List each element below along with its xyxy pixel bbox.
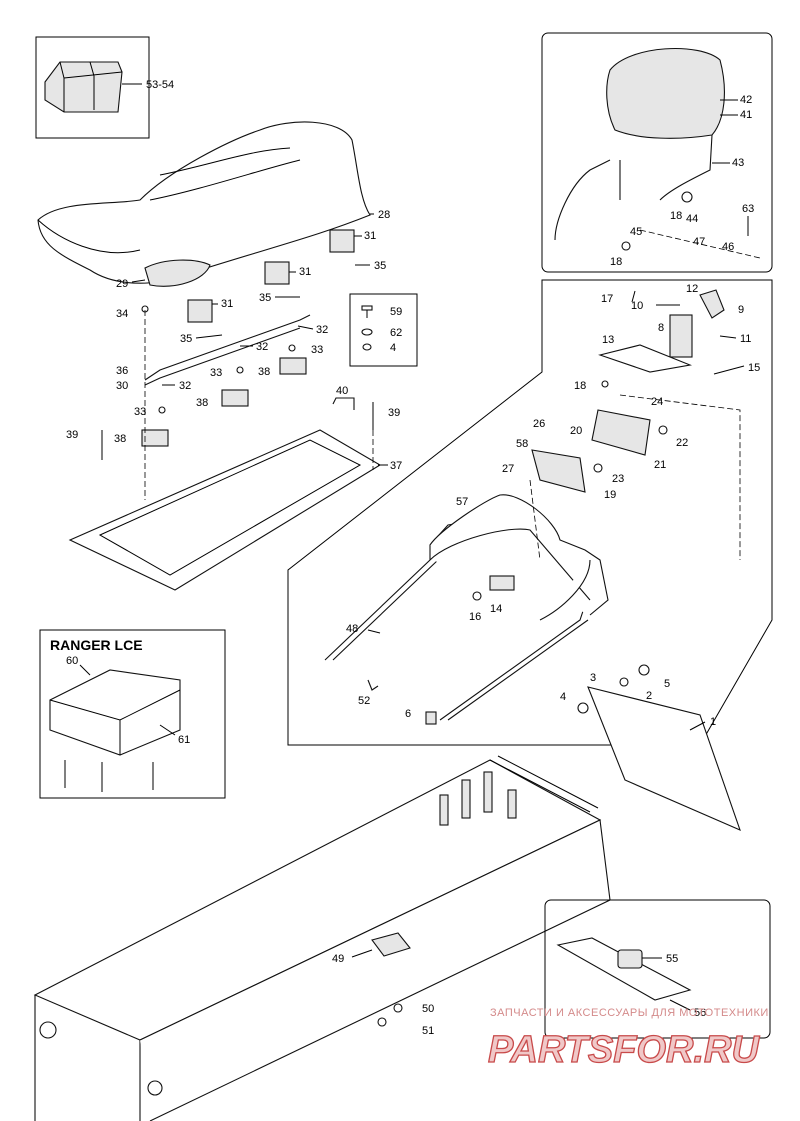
callout-32-c: 32	[179, 380, 191, 392]
callout-18-backrest: 18	[670, 210, 682, 222]
callout-49: 49	[332, 953, 344, 965]
callout-45: 45	[630, 226, 642, 238]
callout-43: 43	[732, 157, 744, 169]
callout-46: 46	[722, 241, 734, 253]
callout-9: 9	[738, 304, 744, 316]
callout-62: 62	[390, 327, 402, 339]
callout-32-a: 32	[316, 324, 328, 336]
callout-35-c: 35	[180, 333, 192, 345]
hinges: 31 31 31 35 35 35 34	[116, 229, 386, 345]
callout-50: 50	[422, 1003, 434, 1015]
ranger-lce-title: RANGER LCE	[50, 637, 143, 653]
inset-flap: 55 56	[544, 899, 771, 1039]
callout-59: 59	[390, 306, 402, 318]
callout-21: 21	[654, 459, 666, 471]
callout-38-c: 38	[114, 433, 126, 445]
callout-3: 3	[590, 672, 596, 684]
callout-6: 6	[405, 708, 411, 720]
callout-31-a: 31	[364, 230, 376, 242]
callout-4-hardware: 4	[390, 342, 396, 354]
callout-48: 48	[346, 623, 358, 635]
callout-51: 51	[422, 1025, 434, 1037]
callout-12: 12	[686, 283, 698, 295]
callout-52: 52	[358, 695, 370, 707]
callout-19: 19	[604, 489, 616, 501]
inset-backrest: 42 41 43 18 44 63 45 18 47 46	[541, 32, 773, 273]
watermark-logo: PARTSFOR.RU	[488, 1029, 760, 1071]
callout-39-b: 39	[66, 429, 78, 441]
callout-18-backrest-2: 18	[610, 256, 622, 268]
callout-61: 61	[178, 734, 190, 746]
callout-57: 57	[456, 496, 468, 508]
callout-28: 28	[378, 209, 390, 221]
callout-31-c: 31	[221, 298, 233, 310]
tunnel-chassis: 49 50 51	[33, 755, 611, 1121]
inset-ranger-lce: RANGER LCE 60 61	[39, 629, 226, 799]
callout-30: 30	[116, 380, 128, 392]
callout-35-a: 35	[374, 260, 386, 272]
seat-assembly: 28 29	[37, 121, 390, 290]
callout-29: 29	[116, 278, 128, 290]
callout-47: 47	[693, 236, 705, 248]
callout-60: 60	[66, 655, 78, 667]
callout-31-b: 31	[299, 266, 311, 278]
callout-33-c: 33	[134, 406, 146, 418]
assembly-guide-lines	[144, 310, 741, 561]
callout-4-flap: 4	[560, 691, 566, 703]
callout-17: 17	[601, 293, 613, 305]
callout-13: 13	[602, 334, 614, 346]
seat-linkage: 32 32 32 33 33 33 36 30	[116, 314, 328, 418]
callout-22: 22	[676, 437, 688, 449]
callout-34: 34	[116, 308, 128, 320]
callout-63: 63	[742, 203, 754, 215]
callout-27: 27	[502, 463, 514, 475]
callout-53-54: 53-54	[146, 79, 174, 91]
callout-33-a: 33	[311, 344, 323, 356]
callout-32-b: 32	[256, 341, 268, 353]
hardware-legend: 59 62 4	[349, 293, 418, 367]
callout-14: 14	[490, 603, 502, 615]
callout-39-a: 39	[388, 407, 400, 419]
watermark-tagline: ЗАПЧАСТИ И АКСЕССУАРЫ ДЛЯ МОТОТЕХНИКИ	[490, 1007, 769, 1019]
callout-26: 26	[533, 418, 545, 430]
callout-23: 23	[612, 473, 624, 485]
callout-44: 44	[686, 213, 698, 225]
callout-42: 42	[740, 94, 752, 106]
mud-flap: 5 3 2 4 1	[560, 664, 741, 832]
callout-18-rack: 18	[574, 380, 586, 392]
callout-2: 2	[646, 690, 652, 702]
callout-11: 11	[740, 333, 751, 345]
callout-1: 1	[710, 716, 716, 728]
callout-37: 37	[390, 460, 402, 472]
callout-20: 20	[570, 425, 582, 437]
callout-10: 10	[631, 300, 643, 312]
callout-35-b: 35	[259, 292, 271, 304]
callout-58: 58	[516, 438, 528, 450]
callout-41: 41	[740, 109, 752, 121]
callout-5: 5	[664, 678, 670, 690]
callout-15: 15	[748, 362, 760, 374]
callout-38-b: 38	[196, 397, 208, 409]
rear-rack-assembly: 17 12 10 9 8 11 13 15 18 24 22 20 21 23 …	[287, 279, 773, 746]
inset-seat-cover: 53-54	[35, 36, 174, 139]
callout-16: 16	[469, 611, 481, 623]
callout-36: 36	[116, 365, 128, 377]
callout-40: 40	[336, 385, 348, 397]
callout-33-b: 33	[210, 367, 222, 379]
callout-24: 24	[651, 396, 663, 408]
callout-38-a: 38	[258, 366, 270, 378]
callout-8: 8	[658, 322, 664, 334]
callout-55: 55	[666, 953, 678, 965]
watermark: ЗАПЧАСТИ И АКСЕССУАРЫ ДЛЯ МОТОТЕХНИКИ PA…	[487, 1007, 769, 1072]
callout-56: 56	[694, 1007, 706, 1019]
storage-tray: 38 38 38 40 39 39 37	[66, 357, 402, 591]
